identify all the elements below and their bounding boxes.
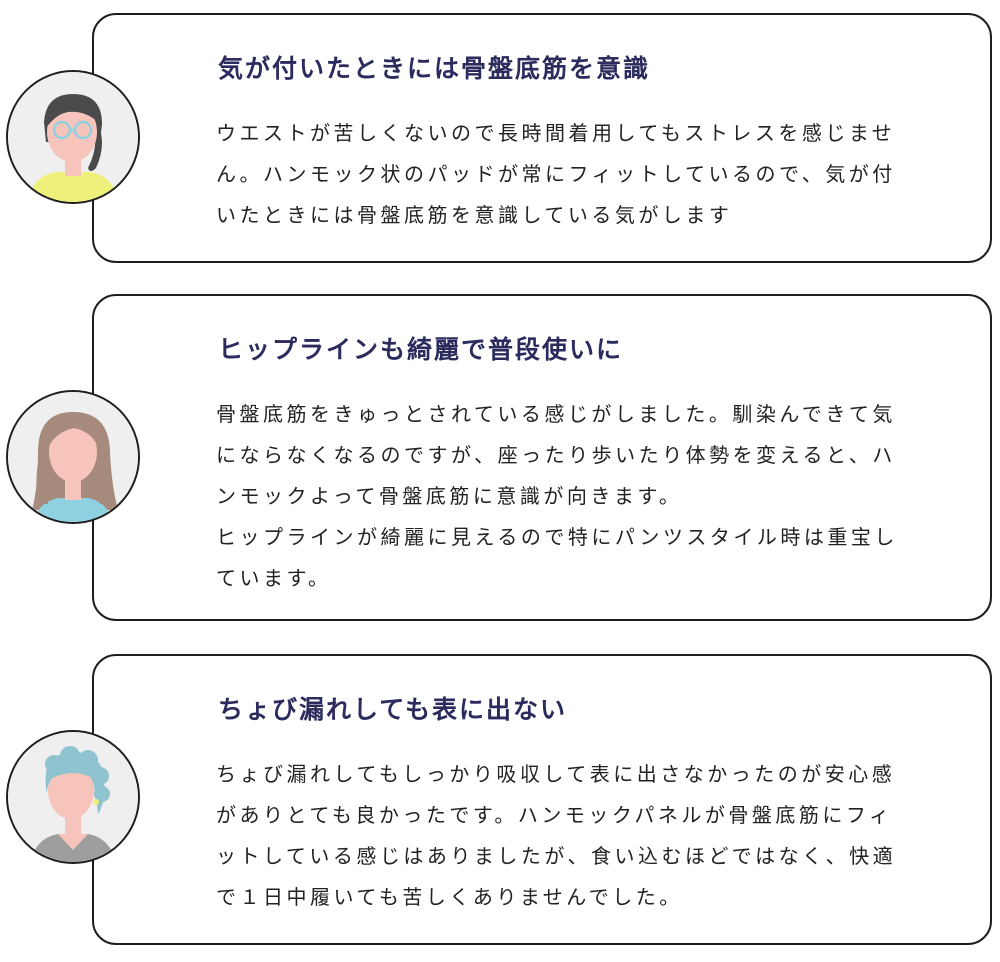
review-1: 気が付いたときには骨盤底筋を意識 ウエストが苦しくないので長時間着用してもストレ… (0, 0, 1000, 270)
review-text: ちょび漏れしてもしっかり吸収して表に出さなかったのが安心感 がありとても良かった… (216, 762, 897, 909)
woman-long-hair-avatar-icon (6, 390, 140, 524)
review-text: ウエストが苦しくないので長時間着用してもストレスを感じませ ん。ハンモック状のパ… (216, 121, 896, 227)
avatar-illustration (8, 72, 138, 202)
review-card: ちょび漏れしても表に出ない ちょび漏れしてもしっかり吸収して表に出さなかったのが… (92, 654, 992, 945)
woman-glasses-avatar-icon (6, 70, 140, 204)
review-text: 骨盤底筋をきゅっとされている感じがしました。馴染んできて気 にならなくなるのです… (216, 402, 898, 590)
review-3: ちょび漏れしても表に出ない ちょび漏れしてもしっかり吸収して表に出さなかったのが… (0, 645, 1000, 962)
avatar-illustration (8, 732, 138, 862)
review-card: 気が付いたときには骨盤底筋を意識 ウエストが苦しくないので長時間着用してもストレ… (92, 13, 992, 263)
review-title: 気が付いたときには骨盤底筋を意識 (218, 54, 651, 83)
review-title: ちょび漏れしても表に出ない (218, 695, 568, 724)
review-2: ヒップラインも綺麗で普段使いに 骨盤底筋をきゅっとされている感じがしました。馴染… (0, 283, 1000, 633)
woman-short-hair-avatar-icon (6, 730, 140, 864)
avatar-illustration (8, 392, 138, 522)
review-title: ヒップラインも綺麗で普段使いに (218, 335, 624, 364)
review-card: ヒップラインも綺麗で普段使いに 骨盤底筋をきゅっとされている感じがしました。馴染… (92, 294, 992, 621)
